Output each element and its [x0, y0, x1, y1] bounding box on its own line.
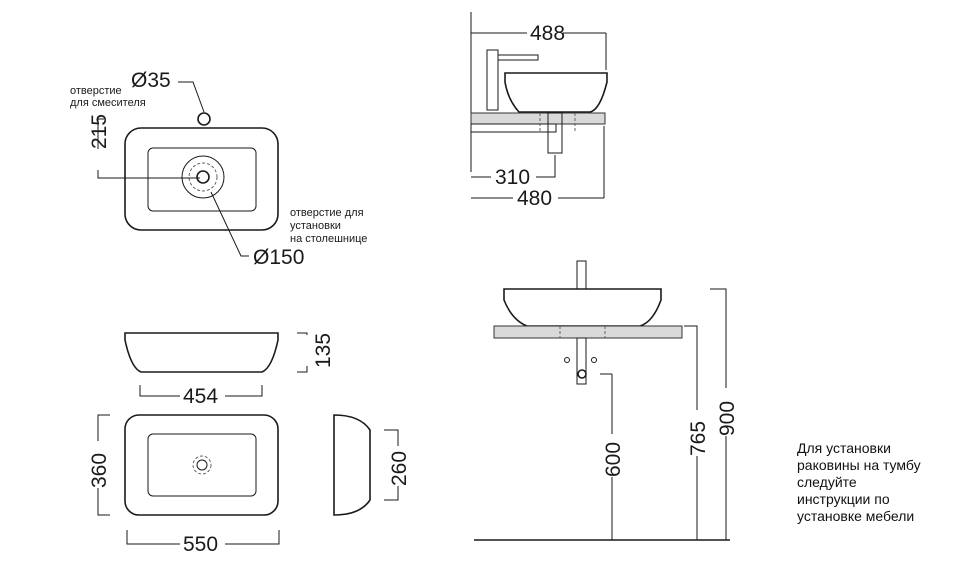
dim-600-label: 600: [602, 442, 625, 477]
side-view-mixer: 488 310 480: [470, 12, 608, 210]
mixer-hole: [197, 112, 211, 126]
dim-260-bottom: [384, 486, 399, 501]
plan-basin-outline: [124, 414, 279, 516]
counter-hole-note-line1: отверстие для: [290, 207, 364, 219]
dim-454-label: 454: [183, 385, 218, 408]
dim-765-upper: [684, 325, 698, 410]
plan-bowl-inner: [147, 433, 257, 497]
mixer-body: [486, 49, 499, 111]
mixer-hole-leader: [178, 81, 205, 113]
drain-hole-diameter: Ø150: [253, 246, 304, 269]
inst-countertop: [493, 325, 683, 339]
installation-elevation: 600 765 900: [474, 260, 739, 541]
installation-note: Для установки раковины на тумбу следуйте…: [797, 440, 957, 525]
inst-mixer: [576, 260, 587, 290]
dim-550-right: [225, 530, 280, 545]
dim-215-lower: [97, 170, 104, 179]
basin-bowl-inner: [147, 147, 257, 212]
dim-310-right: [536, 155, 556, 178]
dim-550-left: [126, 530, 180, 545]
drain-ring: [181, 155, 225, 199]
dim-135-bottom: [297, 366, 308, 373]
installation-note-line: раковины на тумбу: [797, 457, 921, 473]
dim-454-left: [139, 385, 180, 397]
front-elevation: 135 454: [124, 332, 335, 408]
inst-fixing-hole-right: [591, 357, 597, 363]
basin-outline: [124, 127, 279, 231]
dim-360-bottom: [97, 488, 110, 516]
dim-900-label: 900: [716, 401, 739, 436]
drain-hole: [196, 170, 210, 184]
dim-215-upper: [97, 118, 104, 149]
top-plan-view-holes: Ø35 отверстие для смесителя 215 Ø150 отв…: [70, 69, 367, 269]
dim-260-top: [384, 429, 399, 446]
drain-hole-leader: [210, 191, 249, 257]
dim-215-label: 215: [88, 114, 111, 149]
side-bracket: [470, 123, 557, 133]
inst-basin: [503, 288, 662, 327]
dim-765-label: 765: [687, 421, 710, 456]
dim-135-label: 135: [312, 333, 335, 368]
mixer-hole-note-line1: отверстие: [70, 85, 122, 97]
end-view: 260: [333, 414, 411, 516]
mixer-hole-note-line2: для смесителя: [70, 97, 146, 109]
dim-488-label: 488: [530, 22, 565, 45]
dim-135-top: [297, 332, 308, 335]
drain-ring-hidden: [188, 162, 218, 192]
mixer-spout: [497, 54, 539, 61]
dim-360-top: [97, 414, 110, 441]
counter-hole-note-line3: на столешнице: [290, 233, 367, 245]
dim-310-label: 310: [495, 166, 530, 189]
inst-fixing-hole-left: [564, 357, 570, 363]
dim-900-upper: [710, 288, 727, 388]
inst-drain-pipe: [576, 337, 587, 385]
dim-480-label: 480: [517, 187, 552, 210]
bottom-plan-view: 360 550: [88, 414, 280, 556]
side-drain-pipe: [547, 112, 563, 154]
front-basin: [124, 332, 279, 373]
installation-note-line: следуйте: [797, 474, 857, 490]
side-countertop: [470, 112, 606, 125]
plan-drain-outer: [192, 455, 212, 475]
mixer-hole-diameter: Ø35: [131, 69, 171, 92]
dim-360-label: 360: [88, 453, 111, 488]
end-basin: [333, 414, 371, 516]
side-basin: [504, 72, 608, 113]
dim-260-label: 260: [388, 451, 411, 486]
installation-note-line: установке мебели: [797, 508, 915, 524]
counter-hole-note-line2: установки: [290, 220, 341, 232]
installation-note-line: Для установки: [797, 440, 891, 456]
plan-drain-inner: [196, 459, 208, 471]
inst-drain-outlet: [577, 369, 587, 379]
installation-note-line: инструкции по: [797, 491, 890, 507]
dim-550-label: 550: [183, 533, 218, 556]
dim-454-right: [225, 385, 263, 397]
